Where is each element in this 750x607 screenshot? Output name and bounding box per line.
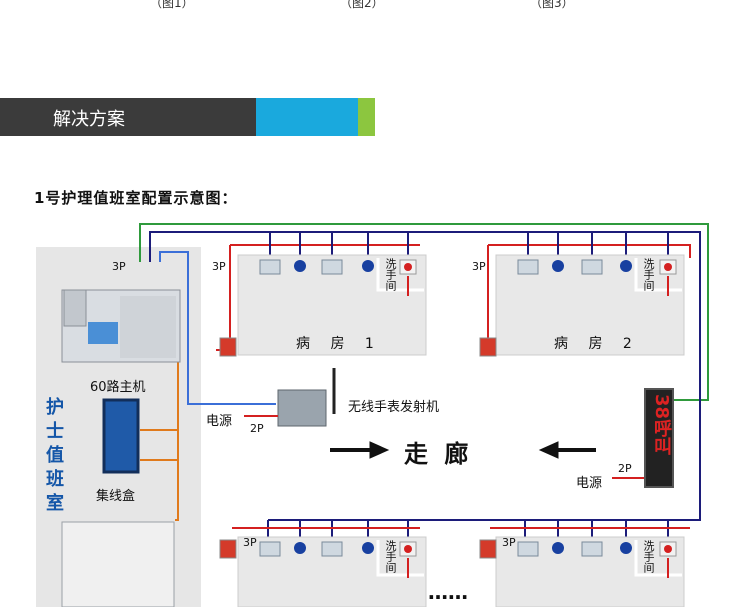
washroom-partition-4 bbox=[634, 540, 682, 577]
room-3-washroom: 洗手间 bbox=[384, 540, 397, 573]
washroom-partition-2 bbox=[634, 258, 682, 292]
orange-wire-3 bbox=[175, 460, 179, 521]
host-label: 60路主机 bbox=[90, 380, 146, 395]
door-light-1 bbox=[219, 337, 237, 357]
room-1-washroom: 洗手间 bbox=[384, 258, 397, 291]
banner-title: 解决方案 bbox=[53, 109, 125, 130]
more-rooms-ellipsis: …… bbox=[428, 580, 468, 604]
room-4-devices bbox=[517, 541, 677, 578]
room-2-devices bbox=[517, 259, 677, 296]
room2-drops bbox=[527, 232, 669, 258]
room-2-cable: 3P bbox=[472, 260, 486, 273]
display-power-label: 电源 bbox=[576, 476, 603, 491]
room-2-washroom: 洗手间 bbox=[642, 258, 655, 291]
hub-label: 集线盒 bbox=[96, 489, 136, 504]
transmitter-label: 无线手表发射机 bbox=[348, 400, 440, 415]
hub-box bbox=[102, 398, 140, 474]
banner-lime-bar bbox=[358, 98, 375, 136]
cable-panel bbox=[61, 521, 175, 607]
figure-caption-2: （图2） bbox=[340, 0, 384, 10]
nurse-label-char-2: 士 bbox=[46, 421, 64, 442]
orange-wire-2 bbox=[140, 430, 179, 461]
cable-label-host: 3P bbox=[112, 260, 126, 273]
nurse-label-char-5: 室 bbox=[46, 493, 64, 514]
display-power-cable: 2P bbox=[618, 462, 632, 475]
room-2-label: 病 房 2 bbox=[554, 336, 640, 352]
banner-cyan-bar bbox=[256, 98, 358, 136]
red-top-wire-2 bbox=[488, 244, 691, 258]
transmitter-power-label: 电源 bbox=[206, 414, 233, 429]
room-1-label: 病 房 1 bbox=[296, 336, 382, 352]
door-light-4 bbox=[479, 539, 497, 559]
door-light-3 bbox=[219, 539, 237, 559]
nurse-label-char-3: 值 bbox=[46, 445, 64, 466]
call-display-text: 38呼叫 bbox=[651, 394, 672, 456]
room-3-cable: 3P bbox=[243, 536, 257, 549]
nurse-label-char-4: 班 bbox=[46, 469, 64, 490]
room-4-cable: 3P bbox=[502, 536, 516, 549]
figure-caption-3: （图3） bbox=[530, 0, 574, 10]
room-1-cable: 3P bbox=[212, 260, 226, 273]
room1-drops bbox=[269, 232, 409, 258]
corridor-arrow-left bbox=[538, 441, 596, 459]
figure-caption-1: （图1） bbox=[150, 0, 194, 10]
banner-dark-bar bbox=[0, 98, 256, 136]
corridor-label: 走 廊 bbox=[404, 440, 473, 468]
nurse-label-char-1: 护 bbox=[46, 397, 64, 418]
diagram-title: 1号护理值班室配置示意图： bbox=[34, 189, 238, 207]
call-display: 38呼叫 bbox=[644, 388, 674, 488]
section-banner: 解决方案 bbox=[0, 98, 375, 136]
corridor-arrow-right bbox=[330, 441, 390, 459]
nurse-station-label: 护 士 值 班 室 bbox=[46, 396, 68, 516]
transmitter-device bbox=[277, 368, 336, 427]
room-3-devices bbox=[259, 541, 417, 578]
transmitter-power-cable: 2P bbox=[250, 422, 264, 435]
blue-link-wire bbox=[159, 251, 276, 405]
room-4-washroom: 洗手间 bbox=[642, 540, 655, 573]
green-bus-wire bbox=[139, 223, 709, 401]
room-1-devices bbox=[259, 259, 417, 296]
door-light-2 bbox=[479, 337, 497, 357]
host-machine bbox=[61, 289, 181, 363]
